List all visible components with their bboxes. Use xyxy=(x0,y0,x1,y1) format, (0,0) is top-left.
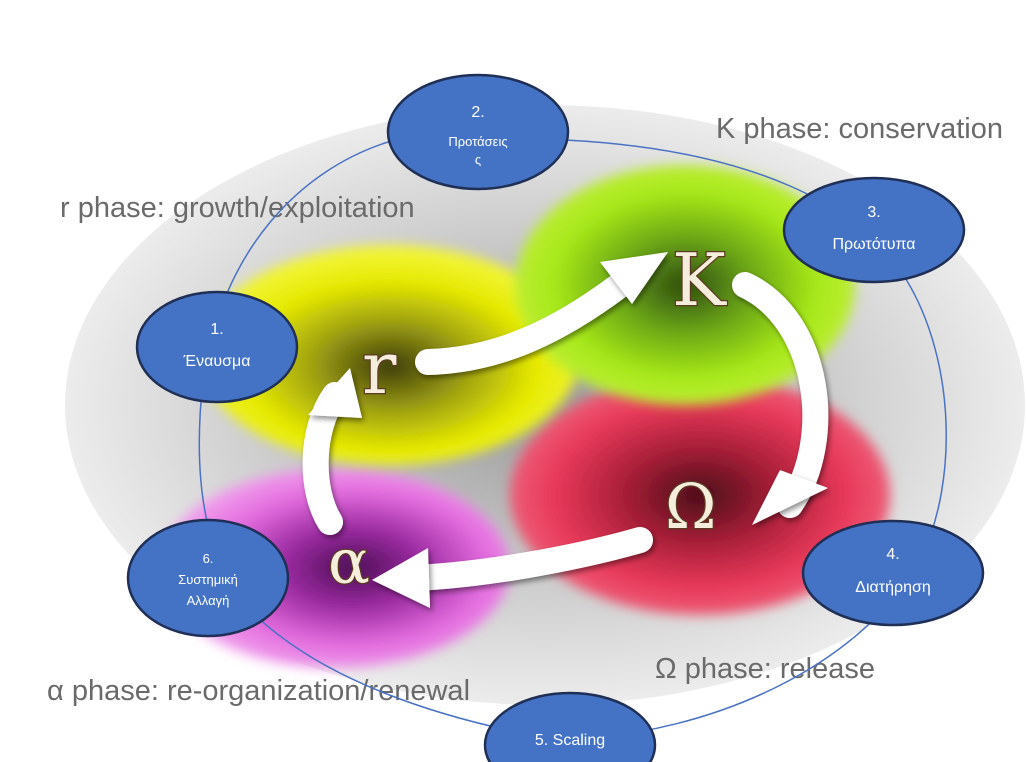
node-4: 4. Διατήρηση xyxy=(801,519,985,627)
node-5-text: Scaling xyxy=(553,732,605,749)
arrow-k-to-omega xyxy=(732,272,829,518)
node-3: 3. Πρωτότυπα xyxy=(782,176,966,284)
letter-omega: Ω xyxy=(665,470,716,543)
node-6-number: 6. xyxy=(203,551,214,566)
node-4-label: Διατήρηση xyxy=(855,579,930,596)
node-2-label-overflow: ς xyxy=(475,152,481,167)
arrowhead-r-to-k xyxy=(600,252,668,304)
arrow-omega-to-alpha xyxy=(402,527,653,591)
arrowhead-omega-to-alpha xyxy=(372,548,430,608)
node-1: 1. Έναυσμα xyxy=(135,290,299,404)
node-2-number: 2. xyxy=(471,104,484,121)
node-3-number: 3. xyxy=(867,204,880,221)
alpha-phase-label: α phase: re-organization/renewal xyxy=(47,675,470,707)
arrow-heads xyxy=(308,252,828,608)
k-phase-label: K phase: conservation xyxy=(716,113,1003,145)
node-5: 5. Scaling xyxy=(483,691,657,762)
node-3-label: Πρωτότυπα xyxy=(832,236,915,253)
node-6: 6. Συστημική Αλλαγή xyxy=(126,518,290,638)
node-1-label: Έναυσμα xyxy=(183,353,251,370)
node-4-number: 4. xyxy=(886,546,899,563)
arrow-r-to-k xyxy=(415,272,633,375)
letter-alpha: α xyxy=(328,525,370,598)
node-5-label: 5. Scaling xyxy=(535,732,605,749)
node-1-number: 1. xyxy=(210,321,223,338)
node-5-number: 5. xyxy=(535,732,548,749)
cycle-ring xyxy=(198,135,947,741)
node-6-label: Συστημική xyxy=(178,572,238,587)
omega-phase-label: Ω phase: release xyxy=(655,653,875,685)
r-phase-blob xyxy=(200,245,580,465)
k-phase-blob xyxy=(515,165,855,405)
node-6-label-2: Αλλαγή xyxy=(187,593,230,608)
node-2: 2. Προτάσεις ς xyxy=(386,73,570,191)
r-phase-label: r phase: growth/exploitation xyxy=(60,192,415,224)
arrowhead-alpha-to-r xyxy=(308,368,362,418)
arrowhead-k-to-omega xyxy=(752,470,828,525)
node-2-label: Προτάσεις xyxy=(448,134,507,149)
letter-k: K xyxy=(672,238,727,322)
letter-r: r xyxy=(362,326,397,410)
